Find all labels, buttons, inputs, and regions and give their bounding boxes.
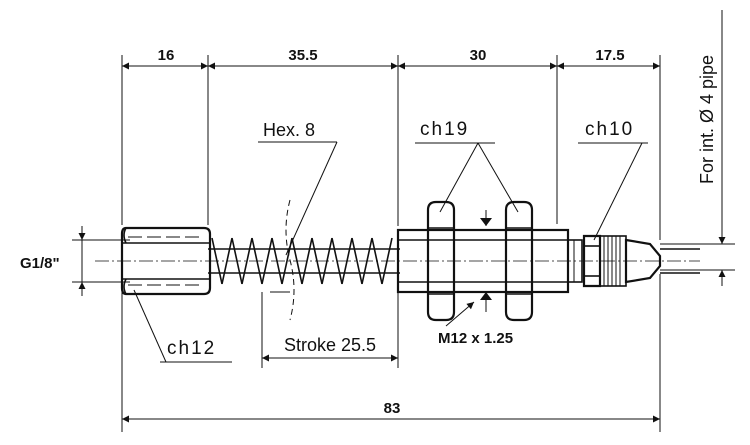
- g18-label: G1/8": [20, 255, 60, 272]
- overall-dimension: 83: [122, 400, 660, 423]
- ch19-label: ch19: [420, 119, 469, 140]
- dim-17-5-label: 17.5: [595, 47, 624, 64]
- hex8-callout: Hex. 8: [258, 120, 338, 256]
- top-dimension-chain: 16 35.5 30 17.5: [122, 47, 660, 70]
- ch19-callout: ch19: [415, 119, 519, 213]
- tip-assembly: [567, 234, 700, 288]
- stroke-dimension: Stroke 25.5: [262, 335, 398, 362]
- dim-35-5-label: 35.5: [288, 47, 317, 64]
- ch12-label: ch12: [167, 338, 216, 359]
- ch12-callout: ch12: [133, 289, 232, 363]
- ch10-label: ch10: [585, 119, 634, 140]
- thread-callout: M12 x 1.25: [438, 301, 513, 347]
- dim-16-label: 16: [158, 47, 175, 64]
- dim-30-label: 30: [470, 47, 487, 64]
- left-hex-fitting: [120, 226, 212, 296]
- dim-83-label: 83: [384, 400, 401, 417]
- ch10-callout: ch10: [578, 119, 648, 241]
- pipe-dimension: For int. Ø 4 pipe: [697, 55, 726, 286]
- pipe-label: For int. Ø 4 pipe: [697, 55, 717, 184]
- hex8-label: Hex. 8: [263, 120, 315, 140]
- g18-dimension: G1/8": [20, 226, 130, 296]
- thread-label: M12 x 1.25: [438, 330, 513, 347]
- spring: [208, 199, 400, 321]
- stroke-label: Stroke 25.5: [284, 335, 376, 355]
